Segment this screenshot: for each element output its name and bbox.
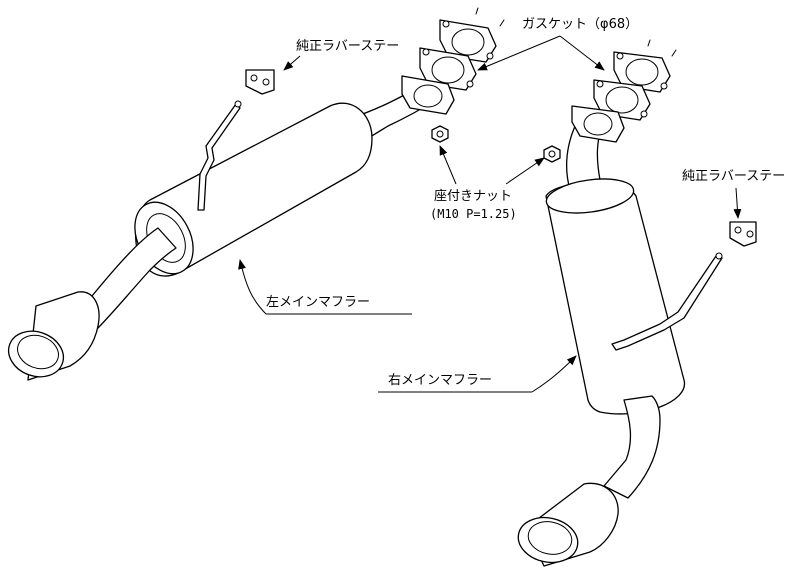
left-flange-3 [401, 75, 455, 115]
right-flange-3 [571, 105, 625, 143]
label-nut-spec: (M10 P=1.25) [430, 207, 517, 221]
left-flange-2 [419, 47, 477, 91]
right-gasket-stack [571, 39, 677, 143]
right-muffler-top-cap [545, 178, 635, 214]
left-tip-opening [7, 330, 65, 378]
right-main-muffler [517, 119, 757, 567]
label-nut-name: 座付きナット [434, 189, 512, 204]
label-rubber-stay-right: 純正ラバーステー [682, 169, 785, 184]
left-hanger-rod-end [234, 100, 242, 108]
right-tip-opening [517, 516, 579, 564]
left-main-muffler [7, 69, 437, 381]
right-rubber-stay [729, 221, 757, 247]
right-hanger-rod-end [715, 252, 723, 260]
right-flange-1 [613, 51, 671, 93]
label-rubber-stay-left: 純正ラバーステー [296, 39, 399, 54]
left-nut [431, 125, 449, 143]
right-tail-pipe [603, 395, 661, 499]
label-right-muffler: 右メインマフラー [388, 373, 492, 388]
right-muffler-body [545, 181, 685, 415]
left-flange-1 [439, 19, 497, 63]
left-hanger-rod [197, 103, 241, 211]
left-rubber-stay [245, 69, 275, 95]
right-hanger-rod [611, 255, 723, 351]
label-left-muffler: 左メインマフラー [266, 295, 370, 310]
label-gasket: ガスケット（φ68） [522, 17, 638, 32]
left-gasket-stack [401, 7, 505, 115]
right-nut [543, 145, 561, 163]
right-tip-opening-inner [527, 521, 573, 555]
left-tail-pipe [79, 227, 177, 331]
left-tip-opening-inner [17, 334, 59, 370]
right-flange-2 [593, 79, 651, 121]
